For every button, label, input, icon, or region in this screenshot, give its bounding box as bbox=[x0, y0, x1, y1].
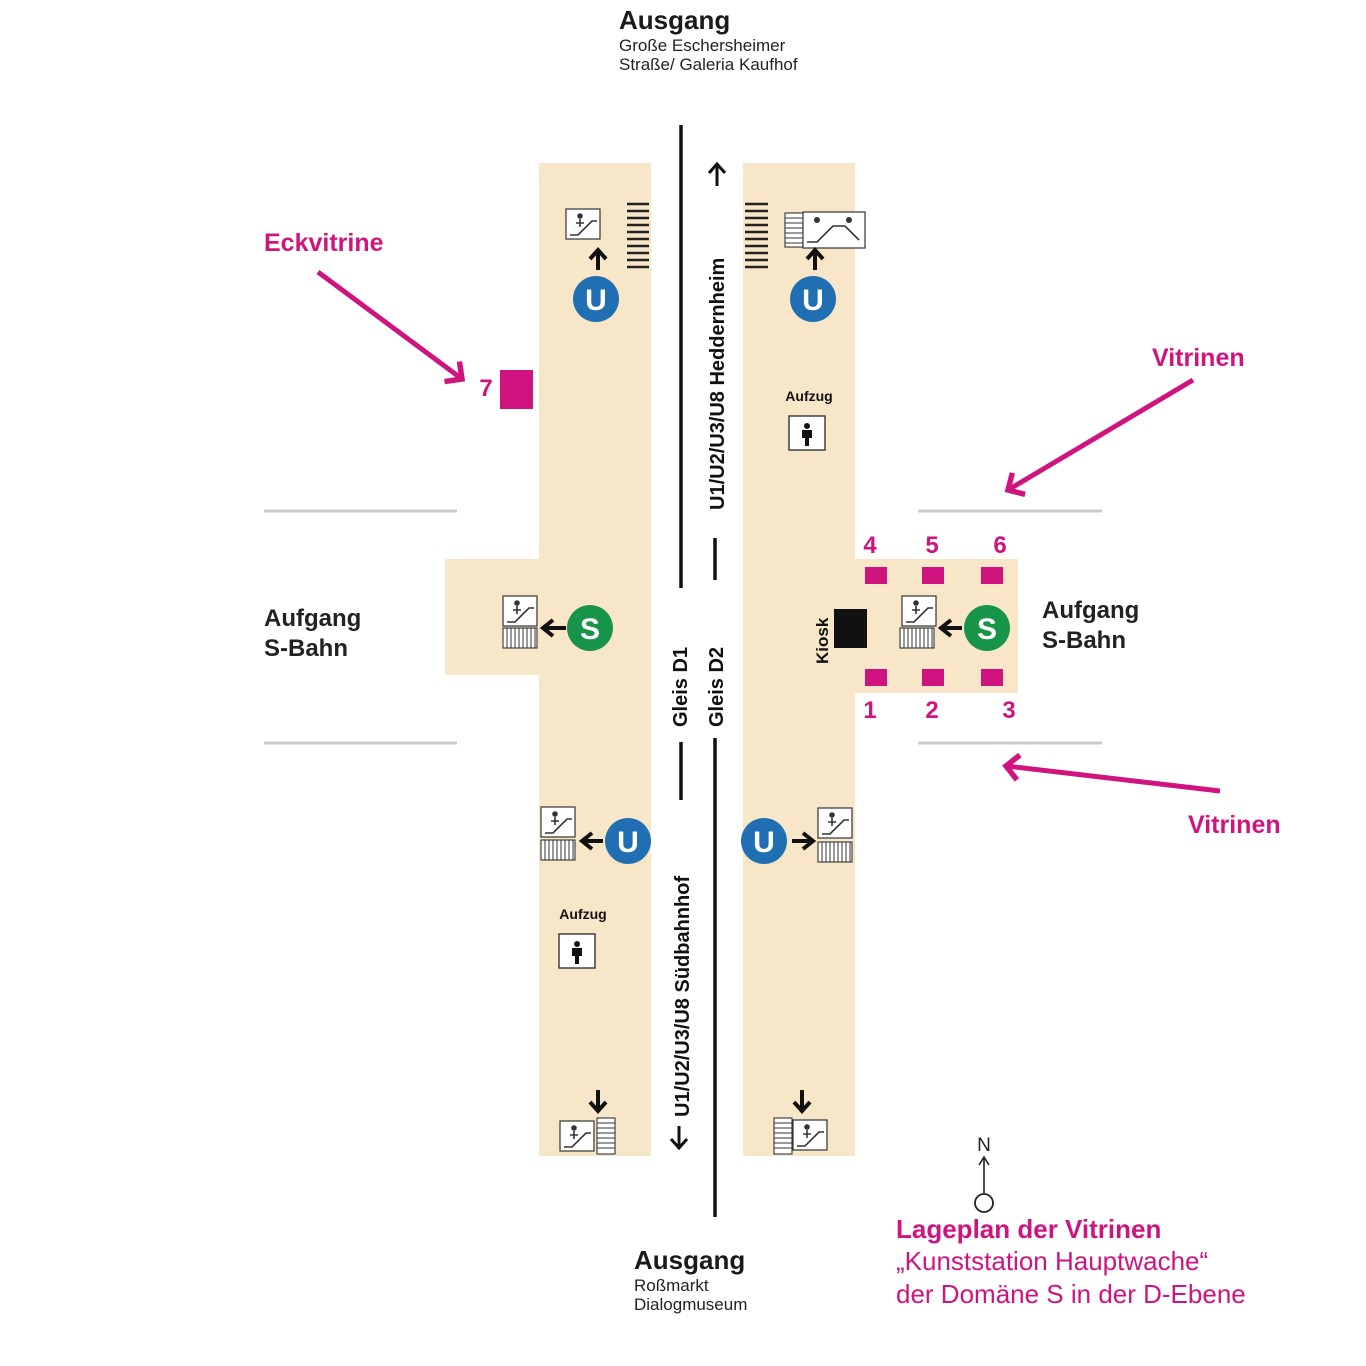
callout-lower-label: Vitrinen bbox=[1188, 811, 1281, 839]
u-bahn-icon: U bbox=[741, 818, 787, 864]
showcase-number-1: 1 bbox=[863, 697, 876, 724]
arrow-down-icon bbox=[792, 1090, 812, 1115]
callout-arrow-lower bbox=[1002, 752, 1221, 794]
arrow-down-icon bbox=[588, 1090, 608, 1115]
platform-east bbox=[743, 163, 855, 1156]
exit-north-title: Ausgang bbox=[619, 5, 731, 35]
callout-arrow-upper bbox=[1004, 377, 1195, 498]
arrow-up-icon bbox=[588, 246, 608, 270]
legend: Lageplan der Vitrinen „Kunststation Haup… bbox=[896, 1214, 1246, 1311]
exit-south: Ausgang Roßmarkt Dialogmuseum bbox=[634, 1245, 747, 1314]
escalator-icon bbox=[502, 595, 538, 627]
svg-text:U: U bbox=[617, 826, 639, 859]
platform-label-d2: Gleis D2 bbox=[706, 647, 728, 727]
exit-north-line1: Große Eschersheimer bbox=[619, 36, 786, 55]
callout-arrow-corner bbox=[316, 269, 466, 385]
stairs-icon bbox=[596, 1117, 616, 1155]
escalator-icon bbox=[540, 806, 576, 838]
s-bahn-icon: S bbox=[964, 605, 1010, 651]
showcase-number-7: 7 bbox=[479, 375, 492, 402]
svg-text:U: U bbox=[753, 826, 775, 859]
showcase-number-4: 4 bbox=[863, 532, 877, 559]
showcase-7 bbox=[500, 370, 533, 409]
stairs-icon bbox=[627, 202, 649, 269]
showcase-number-2: 2 bbox=[925, 697, 938, 724]
escalator-icon bbox=[817, 807, 853, 839]
north-arrow-icon: N bbox=[974, 1135, 994, 1213]
showcase-3 bbox=[981, 669, 1003, 686]
u-bahn-icon: U bbox=[790, 276, 836, 322]
u-bahn-icon: U bbox=[573, 276, 619, 322]
showcase-2 bbox=[922, 669, 944, 686]
showcase-5 bbox=[922, 567, 944, 584]
stairs-icon bbox=[540, 839, 576, 861]
legend-line2: der Domäne S in der D-Ebene bbox=[896, 1279, 1246, 1309]
s-bahn-icon: S bbox=[567, 605, 613, 651]
callout-corner-label: Eckvitrine bbox=[264, 229, 384, 257]
escalator-icon bbox=[901, 595, 937, 627]
showcase-number-6: 6 bbox=[993, 532, 1006, 559]
svg-text:S: S bbox=[977, 613, 997, 646]
callout-upper-label: Vitrinen bbox=[1152, 344, 1245, 372]
stairs-icon bbox=[773, 1117, 793, 1155]
svg-text:U: U bbox=[802, 284, 824, 317]
legend-title: Lageplan der Vitrinen bbox=[896, 1214, 1162, 1244]
platform-west bbox=[539, 163, 651, 1156]
track-label-north: U1/U2/U3/U8 Heddernheim bbox=[707, 258, 729, 510]
showcase-4 bbox=[865, 567, 887, 584]
track-north-arrow bbox=[707, 161, 727, 186]
track-south-arrow bbox=[669, 1126, 689, 1151]
escalator-icon bbox=[802, 211, 866, 249]
elevator-icon bbox=[788, 415, 826, 451]
showcase-1 bbox=[865, 669, 887, 686]
arrow-up-icon bbox=[805, 246, 825, 270]
kiosk bbox=[834, 609, 867, 648]
u-bahn-icon: U bbox=[605, 818, 651, 864]
exit-south-line1: Roßmarkt bbox=[634, 1276, 709, 1295]
platform-label-d1: Gleis D1 bbox=[670, 647, 692, 727]
elevator-label: Aufzug bbox=[785, 388, 832, 404]
exit-south-title: Ausgang bbox=[634, 1245, 746, 1275]
svg-text:S: S bbox=[580, 613, 600, 646]
kiosk-label: Kiosk bbox=[813, 617, 832, 664]
svg-text:U: U bbox=[585, 284, 607, 317]
exit-north-line2: Straße/ Galeria Kaufhof bbox=[619, 55, 798, 74]
showcase-number-3: 3 bbox=[1002, 697, 1015, 724]
escalator-icon bbox=[559, 1120, 595, 1152]
track-label-south: U1/U2/U3/U8 Südbahnhof bbox=[672, 876, 694, 1117]
corridor-lines bbox=[264, 509, 1102, 745]
stairs-east-label: Aufgang S-Bahn bbox=[1042, 596, 1139, 656]
stairs-west-label: Aufgang S-Bahn bbox=[264, 604, 361, 664]
stairs-east-line2: S-Bahn bbox=[1042, 627, 1126, 654]
compass-north-label: N bbox=[977, 1135, 991, 1156]
stairs-icon bbox=[899, 627, 935, 649]
stairs-west-line1: Aufgang bbox=[264, 605, 362, 632]
arrow-left-icon bbox=[937, 618, 962, 638]
stairs-icon bbox=[784, 212, 804, 248]
arrow-left-icon bbox=[539, 618, 566, 638]
stairs-west-line2: S-Bahn bbox=[264, 635, 348, 662]
stairs-icon bbox=[817, 841, 853, 863]
elevator-icon bbox=[558, 933, 596, 969]
exit-south-line2: Dialogmuseum bbox=[634, 1295, 748, 1314]
arrow-right-icon bbox=[792, 831, 817, 851]
legend-line1: „Kunststation Hauptwache“ bbox=[896, 1246, 1209, 1276]
showcase-number-5: 5 bbox=[925, 532, 938, 559]
escalator-icon bbox=[565, 208, 601, 240]
stairs-icon bbox=[745, 202, 768, 269]
exit-north: Ausgang Große Eschersheimer Straße/ Gale… bbox=[619, 5, 809, 74]
stairs-icon bbox=[502, 627, 538, 649]
escalator-icon bbox=[792, 1119, 828, 1151]
arrow-left-icon bbox=[578, 831, 603, 851]
showcase-6 bbox=[981, 567, 1003, 584]
stairs-east-line1: Aufgang bbox=[1042, 597, 1140, 624]
elevator-label: Aufzug bbox=[559, 906, 606, 922]
